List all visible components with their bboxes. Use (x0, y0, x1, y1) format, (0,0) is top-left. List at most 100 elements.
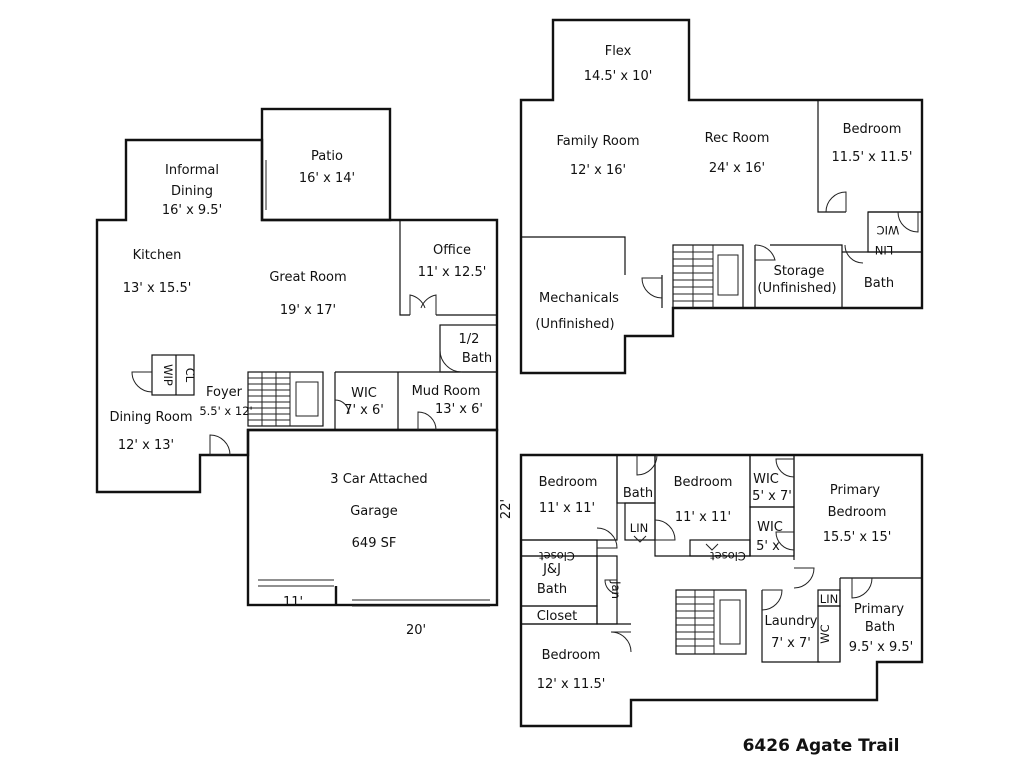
closet1-label: Closet (539, 549, 575, 563)
main-floor-plan: Patio 16' x 14' Informal Dining 16' x 9.… (95, 107, 514, 638)
garage-outline (246, 428, 499, 607)
office-name: Office (433, 243, 471, 258)
jj-bath-line1: J&J (542, 562, 561, 577)
primary-bedroom-line2: Bedroom (828, 505, 887, 520)
half-bath-door-swing (439, 349, 463, 373)
upper-bath-label: Bath (623, 486, 653, 501)
wic-dim: 7' x 6' (344, 403, 384, 418)
lower-level-outline (519, 18, 924, 375)
flex-dim: 14.5' x 10' (584, 69, 653, 84)
family-room-name: Family Room (557, 134, 640, 149)
primary-bath-line1: Primary (854, 602, 905, 617)
upper-bath-door-swing (636, 454, 658, 476)
bedroom2-wall (654, 455, 751, 557)
jan-label: Jan (609, 580, 623, 599)
pantry-block (151, 354, 195, 396)
great-room-name: Great Room (269, 270, 346, 285)
laundry-dim: 7' x 7' (771, 636, 811, 651)
wic-lower-door-swing (897, 211, 919, 233)
garage-depth-dim: 22' (499, 499, 514, 519)
upper-stairs-treads (676, 590, 741, 654)
mech-door-swing (641, 277, 663, 299)
wic-door-swing (334, 399, 350, 415)
great-room-dim: 19' x 17' (280, 303, 336, 318)
kitchen-name: Kitchen (133, 248, 182, 263)
wic2-name: WIC (757, 520, 783, 535)
wip-label: WIP (161, 364, 175, 386)
foyer-name: Foyer (206, 385, 243, 400)
informal-dining-name-1: Informal (165, 163, 219, 178)
mud-room-name: Mud Room (412, 384, 481, 399)
mechanicals-wall (521, 236, 626, 275)
dining-room-dim: 12' x 13' (118, 438, 174, 453)
bedroom1-wall (521, 455, 618, 541)
upper-lin-label: LIN (630, 521, 648, 535)
garage-line1: 3 Car Attached (330, 472, 427, 487)
wic2-door-swing (775, 531, 795, 551)
front-door-swing (209, 434, 231, 456)
lower-stairs-treads (673, 245, 739, 308)
patio-name: Patio (311, 149, 343, 164)
patio-dim: 16' x 14' (299, 171, 355, 186)
foyer-dim: 5.5' x 12' (199, 404, 252, 418)
wc-label: WC (818, 624, 832, 643)
lower-bath-label: Bath (864, 276, 894, 291)
cl-label: CL (183, 368, 197, 383)
garage-line3: 649 SF (352, 536, 397, 551)
mechanicals-line1: Mechanicals (539, 291, 619, 306)
office-dim: 11' x 12.5' (418, 265, 487, 280)
lower-wic-label: WIC (877, 223, 900, 237)
office-door-swing (409, 294, 437, 315)
laundry-wall (761, 590, 820, 663)
upper-bedroom2-name: Bedroom (674, 475, 733, 490)
bedroom3-door-swing (610, 631, 632, 653)
upper-stairs (675, 589, 747, 655)
bedroom-lower-wall (817, 100, 846, 213)
mechanicals-line2: (Unfinished) (535, 317, 614, 332)
lower-bedroom-name: Bedroom (843, 122, 902, 137)
wic1-name: WIC (753, 472, 779, 487)
mud-room-dim: 13' x 6' (435, 402, 483, 417)
rec-room-dim: 24' x 16' (709, 161, 765, 176)
wic1-door-swing (775, 458, 795, 478)
upper-bedroom3-name: Bedroom (542, 648, 601, 663)
primary-bedroom-line1: Primary (830, 483, 881, 498)
wic2-dim: 5' x (756, 539, 780, 554)
informal-dining-name-2: Dining (171, 184, 213, 199)
flex-name: Flex (605, 44, 632, 59)
main-stairs (247, 371, 324, 427)
upper-bedroom1-name: Bedroom (539, 475, 598, 490)
closet2-block (689, 539, 751, 557)
primary-bath-door-swing (851, 577, 873, 599)
garage-door2-dim: 20' (406, 623, 426, 638)
upper-lin-arrow (633, 535, 647, 543)
storage-line1: Storage (774, 264, 825, 279)
kitchen-dim: 13' x 15.5' (123, 281, 192, 296)
storage-line2: (Unfinished) (757, 281, 836, 296)
bedroom1-door-swing (596, 527, 618, 549)
wic1-dim: 5' x 7' (752, 489, 792, 504)
bedroom2-door-swing (654, 519, 676, 541)
half-bath-line1: 1/2 (459, 332, 480, 347)
mudroom-door-swing (417, 411, 437, 431)
bath-lower-door-swing (844, 244, 864, 264)
half-bath-line2: Bath (462, 351, 492, 366)
primary-bath-line2: Bath (865, 620, 895, 635)
primary-bath-dim: 9.5' x 9.5' (849, 640, 913, 655)
patio-outline (260, 107, 392, 222)
laundry-name: Laundry (765, 614, 818, 629)
closet3-label: Closet (537, 609, 578, 624)
primary-bedroom-dim: 15.5' x 15' (823, 530, 892, 545)
storage-top-wall (770, 244, 843, 308)
lower-level-plan: Flex 14.5' x 10' Family Room 12' x 16' R… (519, 18, 924, 375)
upper-bedroom2-dim: 11' x 11' (675, 510, 731, 525)
lower-bedroom-dim: 11.5' x 11.5' (832, 150, 913, 165)
upper-bedroom1-dim: 11' x 11' (539, 501, 595, 516)
wic-name: WIC (351, 386, 377, 401)
garage-door1-dim: 11' (283, 595, 303, 610)
lower-stairs (672, 244, 744, 309)
office-wall (399, 220, 410, 316)
upper-bedroom3-dim: 12' x 11.5' (537, 677, 606, 692)
property-address: 6426 Agate Trail (743, 736, 900, 756)
